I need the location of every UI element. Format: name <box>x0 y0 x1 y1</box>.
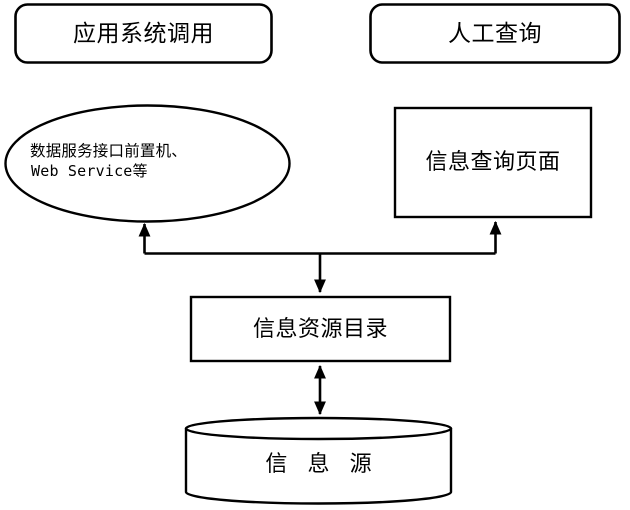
node-data-service-interface-label-line1: 数据服务接口前置机、 <box>30 143 188 161</box>
node-info-source-label: 信 息 源 <box>265 450 379 476</box>
node-app-system-call-label: 应用系统调用 <box>73 19 214 46</box>
node-data-service-interface-label-line2: Web Service等 <box>31 162 148 181</box>
node-data-service-interface-label: 数据服务接口前置机、 Web Service等 <box>30 131 270 193</box>
node-info-query-page-label: 信息查询页面 <box>425 149 561 175</box>
node-info-resource-catalog-label: 信息资源目录 <box>252 315 388 341</box>
node-manual-query-label: 人工查询 <box>448 19 542 46</box>
